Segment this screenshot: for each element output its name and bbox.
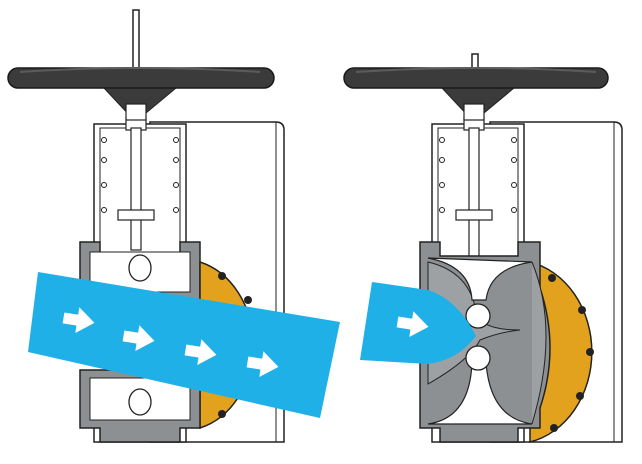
pinch-bar-upper bbox=[465, 303, 491, 329]
stem-guide bbox=[117, 117, 155, 251]
closed-valve bbox=[343, 53, 623, 443]
handwheel-icon bbox=[7, 67, 275, 121]
pinch-bar-upper bbox=[128, 254, 152, 282]
body-cutaway-lower bbox=[79, 369, 201, 443]
handwheel-icon bbox=[343, 67, 609, 121]
pinch-bar-lower bbox=[128, 388, 152, 416]
flow-stream-blocked bbox=[360, 282, 476, 364]
pinch-bar-lower bbox=[465, 345, 491, 371]
open-valve bbox=[7, 9, 340, 443]
flow-stream-open bbox=[28, 272, 340, 418]
